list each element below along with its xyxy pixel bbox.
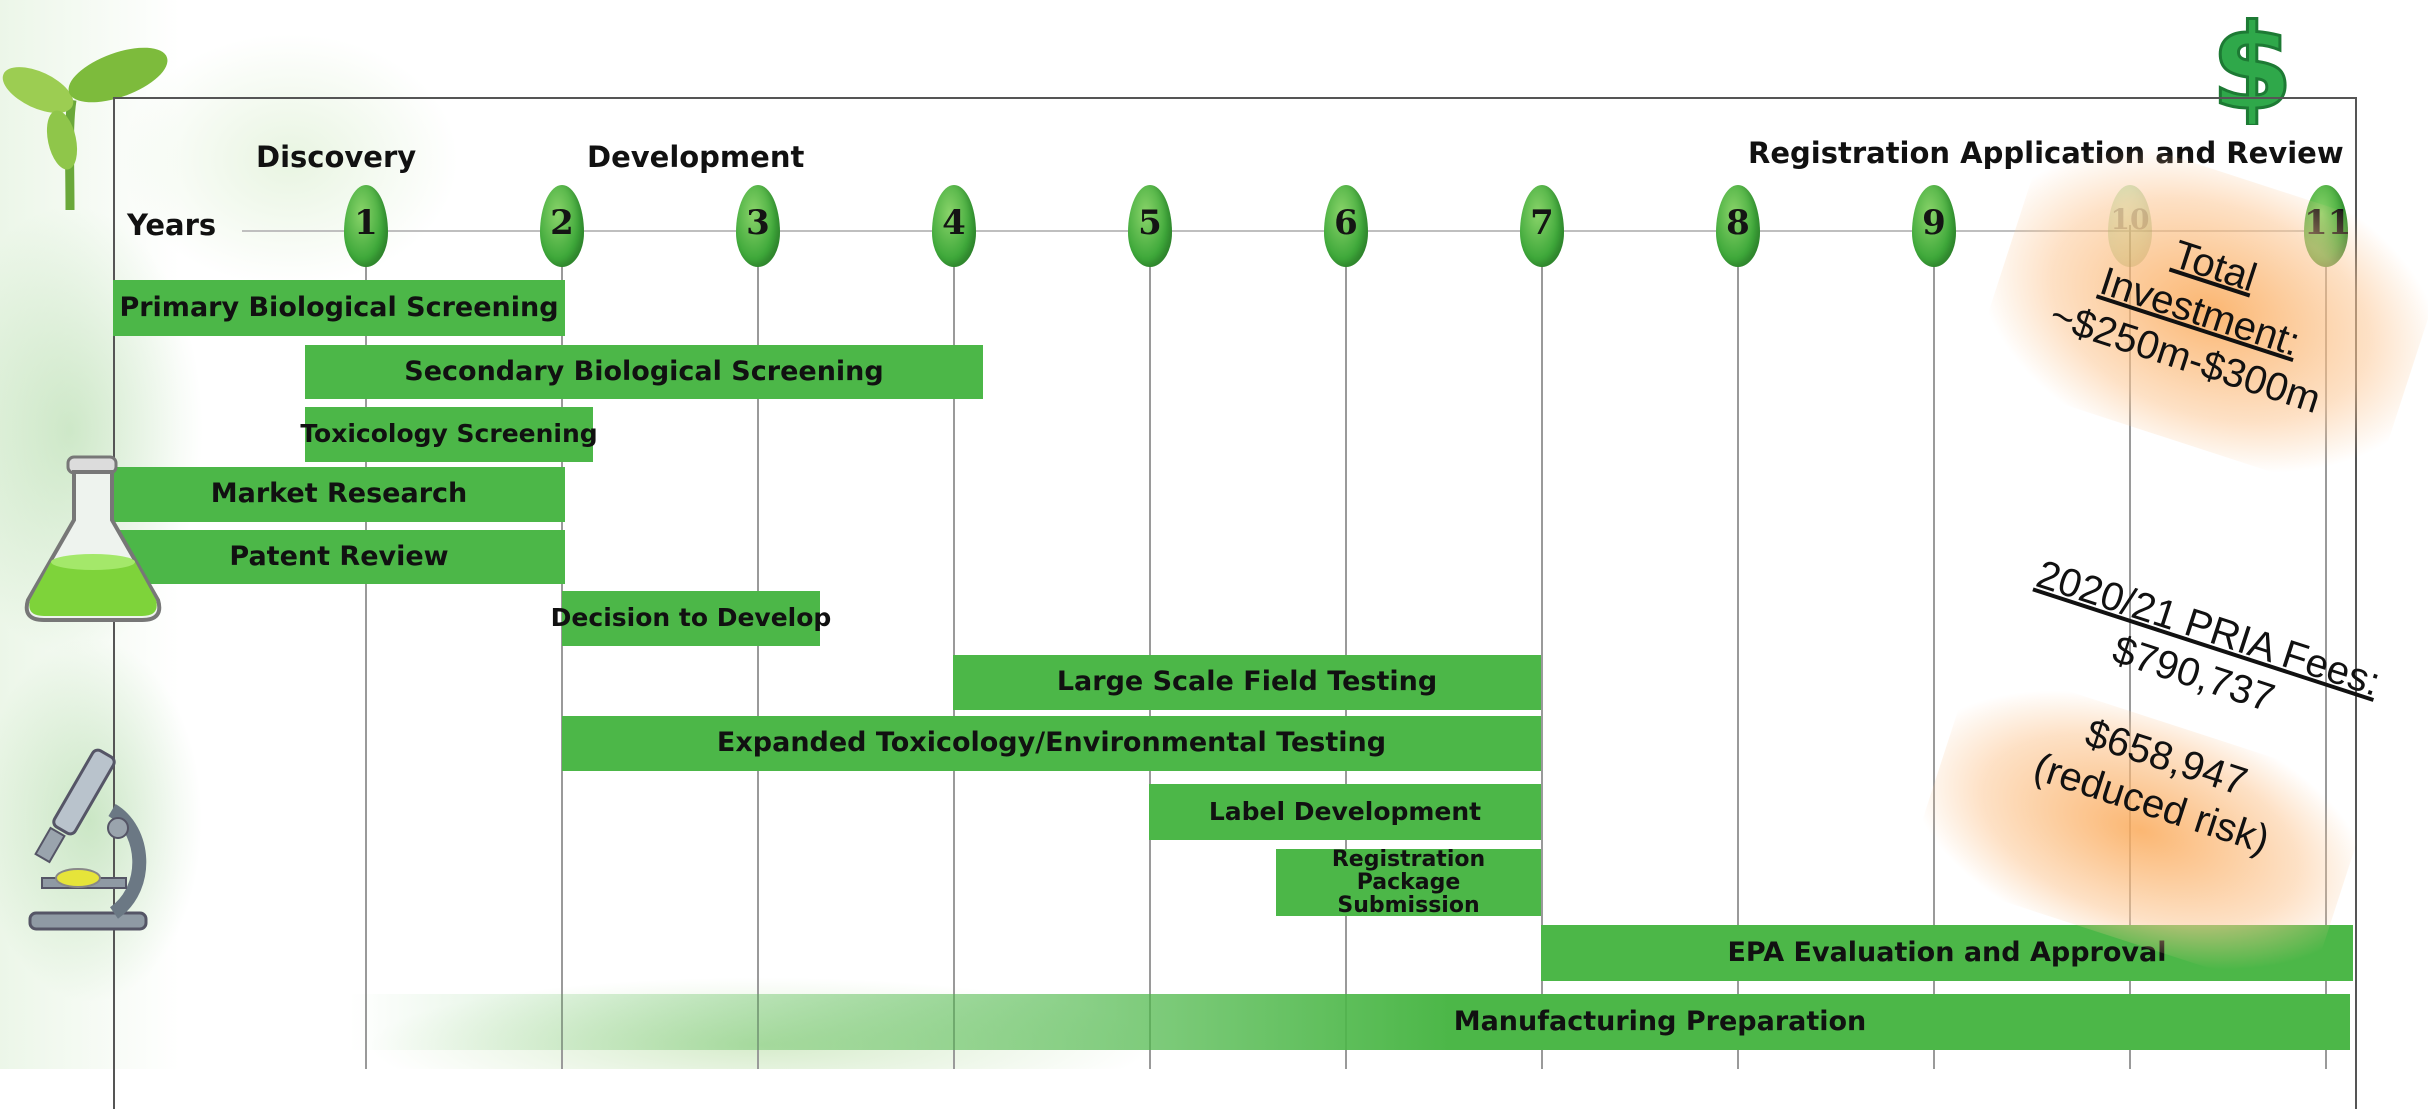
year-leaf-icon <box>1128 185 1172 267</box>
bar-patent-review: Patent Review <box>113 530 565 584</box>
year-number: 3 <box>746 203 770 243</box>
years-axis-line <box>242 230 2322 232</box>
bar-market-research: Market Research <box>113 467 565 522</box>
year-leaf-icon <box>736 185 780 267</box>
year-leaf-icon <box>540 185 584 267</box>
year-gridline <box>2325 225 2327 1069</box>
year-leaf-icon <box>1716 185 1760 267</box>
year-gridline <box>953 225 955 1069</box>
bar-large-scale-field-testing: Large Scale Field Testing <box>953 655 1541 710</box>
year-number: 9 <box>1922 203 1946 243</box>
bar-primary-biological-screening: Primary Biological Screening <box>113 280 565 336</box>
year-gridline <box>2129 225 2131 1069</box>
year-number: 4 <box>942 203 966 243</box>
seedling-icon <box>2 47 168 210</box>
bar-registration-package-submission: Registration Package Submission <box>1276 848 1541 917</box>
bar-decision-to-develop: Decision to Develop <box>551 591 831 646</box>
year-leaf-icon <box>932 185 976 267</box>
year-number: 7 <box>1530 203 1554 243</box>
phase-development: Development <box>587 140 805 174</box>
year-number: 8 <box>1726 203 1750 243</box>
year-gridline <box>365 225 367 1069</box>
year-leaf-icon <box>344 185 388 267</box>
years-label: Years <box>127 208 217 242</box>
bar-epa-evaluation-and-approval: EPA Evaluation and Approval <box>1541 925 2353 981</box>
year-gridline <box>561 225 563 1069</box>
bar-secondary-biological-screening: Secondary Biological Screening <box>305 345 983 399</box>
year-leaf-icon <box>1324 185 1368 267</box>
year-leaf-icon <box>1912 185 1956 267</box>
bar-label-development: Label Development <box>1149 784 1541 840</box>
dollar-sign-icon: $ <box>2209 0 2294 125</box>
year-leaf-icon <box>1520 185 1564 267</box>
year-number: 2 <box>550 203 574 243</box>
year-gridline <box>1737 225 1739 1069</box>
flask-icon <box>24 455 162 622</box>
svg-text:$: $ <box>2211 0 2293 125</box>
phase-discovery: Discovery <box>256 140 417 174</box>
year-gridline <box>757 225 759 1069</box>
year-number: 1 <box>354 203 378 243</box>
microscope-icon <box>28 748 148 931</box>
bar-toxicology-screening: Toxicology Screening <box>300 407 598 462</box>
year-gridline <box>1149 225 1151 1069</box>
year-number: 5 <box>1138 203 1162 243</box>
year-number: 6 <box>1334 203 1358 243</box>
bar-expanded-toxicology-environmental-testing: Expanded Toxicology/Environmental Testin… <box>562 716 1541 771</box>
year-gridline <box>1345 225 1347 1069</box>
year-gridline <box>1933 225 1935 1069</box>
year-gridline <box>1541 225 1543 1069</box>
bar-manufacturing-preparation: Manufacturing Preparation <box>350 994 2350 1050</box>
